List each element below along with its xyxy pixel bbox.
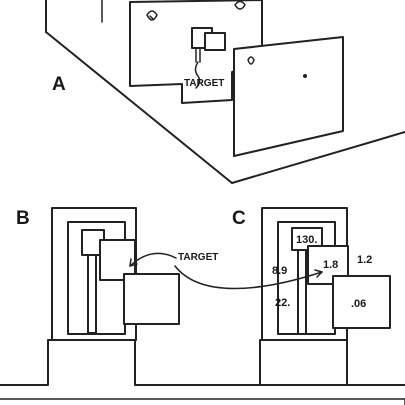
foreground-panel-mount-icon [247,56,255,65]
left-wall-mount-icon [146,10,158,21]
panel-c-room-outline [259,339,348,386]
value-left-small: 8.9 [272,265,287,277]
arrow-to-c-target-head [314,269,323,278]
panel-c-pole [297,239,307,335]
target-label-bc: TARGET [178,252,218,263]
panel-c-large-square [332,275,391,329]
target-label-a: TARGET [184,78,224,89]
foreground-panel-dot [303,74,307,78]
arrow-to-c-target [174,265,323,290]
bottom-border [0,398,405,405]
value-background: 1.2 [357,254,372,266]
panel-b-large-square [123,273,180,325]
target-cable [194,61,201,89]
panel-a: TARGET A [45,0,405,184]
value-top-patch: 130. [296,234,317,246]
value-pole: 22. [275,297,290,309]
room-floor-right-edge [231,131,405,184]
panel-b: B [0,207,405,386]
panel-c: C 130. 8.9 1.8 1.2 22. .06 [232,207,391,386]
panel-c-letter: C [232,208,246,229]
bc-target-callout: TARGET [129,252,323,290]
arrow-to-b-target [129,252,177,267]
right-wall-mount-icon [234,0,246,10]
panel-b-room-outline [0,339,405,386]
panel-b-letter: B [16,208,30,229]
room-floor-left-edge [45,31,233,184]
foreground-panel [233,36,344,157]
panel-a-letter: A [52,74,66,95]
target-card-front [204,32,226,51]
arrow-to-b-target-head [129,258,138,267]
value-large-square: .06 [351,298,366,310]
target-pole [195,47,201,63]
value-right-small: 1.8 [323,259,338,271]
